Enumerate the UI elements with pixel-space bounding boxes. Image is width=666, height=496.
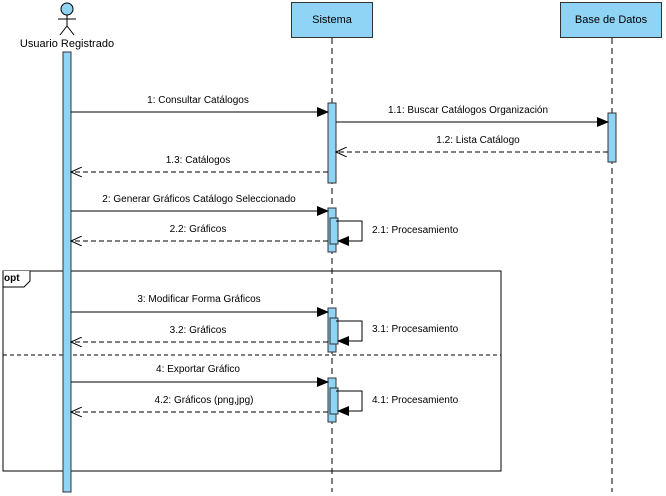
- activation-system-2-self: [329, 217, 339, 245]
- message-label-m4-1: 4.1: Procesamiento: [372, 395, 459, 406]
- opt-fragment-tag: [2, 271, 31, 288]
- activation-actor: [62, 51, 72, 493]
- lifeline-db-label: Base de Datos: [574, 14, 648, 26]
- message-label-m2-2: 2.2: Gráficos: [169, 224, 227, 235]
- message-label-m1: 1: Consultar Catálogos: [147, 95, 249, 106]
- message-label-m2-1: 2.1: Procesamiento: [372, 225, 459, 236]
- activation-system-4-self: [329, 387, 339, 415]
- arrow-m4-1: [336, 390, 363, 416]
- actor-icon: [58, 2, 76, 36]
- message-label-m4: 4: Exportar Gráfico: [156, 364, 240, 375]
- lifeline-db-header[interactable]: Base de Datos: [560, 2, 662, 38]
- message-label-m3-2: 3.2: Gráficos: [169, 325, 227, 336]
- arrow-m2-1: [336, 220, 363, 246]
- message-label-m1-1: 1.1: Buscar Catálogos Organización: [387, 105, 549, 116]
- message-label-m1-2: 1.2: Lista Catálogo: [436, 135, 520, 146]
- lifeline-system-header[interactable]: Sistema: [291, 2, 373, 38]
- opt-fragment-label: opt: [4, 273, 20, 284]
- actor-label: Usuario Registrado: [19, 38, 115, 50]
- activation-system-1: [327, 102, 337, 184]
- activation-system-3-self: [329, 317, 339, 345]
- message-label-m3-1: 3.1: Procesamiento: [372, 324, 459, 335]
- activation-db: [607, 112, 617, 163]
- message-label-m4-2: 4.2: Gráficos (png,jpg): [154, 395, 254, 406]
- message-label-m3: 3: Modificar Forma Gráficos: [137, 294, 261, 305]
- message-label-m1-3: 1.3: Catálogos: [165, 155, 231, 166]
- lifeline-system-label: Sistema: [312, 14, 352, 26]
- arrow-m3-1: [336, 320, 363, 346]
- opt-fragment: [2, 270, 502, 472]
- message-label-m2: 2: Generar Gráficos Catálogo Seleccionad…: [102, 194, 296, 205]
